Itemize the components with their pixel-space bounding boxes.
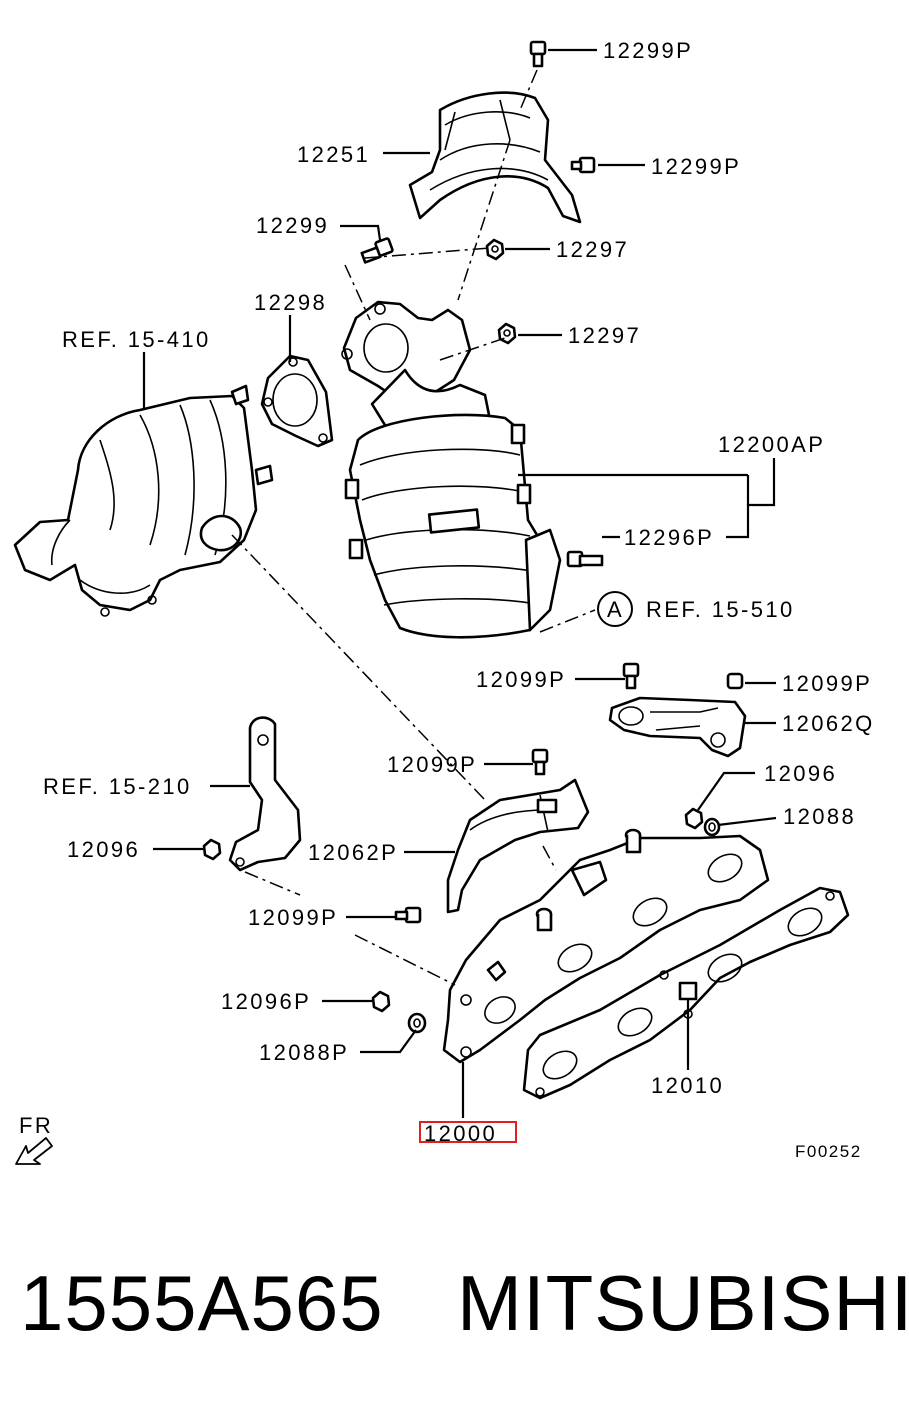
bracket-12062p bbox=[446, 778, 590, 914]
front-indicator-label: FR bbox=[19, 1113, 53, 1138]
callout-12299p-mid: 12299P bbox=[651, 154, 741, 179]
highlight-box-12000 bbox=[419, 1121, 517, 1143]
nut-12297-b bbox=[497, 322, 517, 345]
callout-12299: 12299 bbox=[256, 213, 329, 238]
ref-a-circle bbox=[597, 591, 633, 627]
stud-12296p bbox=[566, 550, 604, 568]
catalytic-converter-12200ap bbox=[341, 300, 562, 639]
washer-12088 bbox=[703, 817, 721, 837]
ref-a-letter: A bbox=[607, 597, 624, 622]
washer-12088p bbox=[407, 1012, 427, 1034]
callout-12088p: 12088P bbox=[259, 1040, 349, 1065]
nut-12096-b bbox=[684, 807, 704, 830]
callout-12200ap: 12200AP bbox=[718, 432, 825, 457]
callout-12099p-b: 12099P bbox=[782, 671, 872, 696]
caption: 1555A565 MITSUBISHI bbox=[0, 1258, 909, 1368]
callout-12096-a: 12096 bbox=[764, 761, 837, 786]
part-number: 1555A565 bbox=[20, 1259, 384, 1347]
callout-12062q: 12062Q bbox=[782, 711, 875, 736]
bolt-12299p-top bbox=[529, 40, 547, 68]
figure-code: F00252 bbox=[795, 1142, 862, 1161]
callout-12088-a: 12088 bbox=[783, 804, 856, 829]
bolt-12099p-c bbox=[531, 748, 549, 776]
bolt-12299 bbox=[360, 237, 394, 264]
callout-12296p: 12296P bbox=[624, 525, 714, 550]
callout-12062p: 12062P bbox=[308, 840, 398, 865]
ref-15-410-label: REF. 15-410 bbox=[62, 327, 211, 352]
gasket-12298 bbox=[260, 354, 334, 448]
bolt-12099p-a bbox=[622, 662, 640, 690]
callout-12096-b: 12096 bbox=[67, 837, 140, 862]
alignment-lines bbox=[231, 69, 596, 986]
ref-15-510-label: REF. 15-510 bbox=[646, 597, 795, 622]
callout-12010: 12010 bbox=[651, 1073, 724, 1098]
bracket-12062q bbox=[608, 696, 747, 758]
nut-12297-a bbox=[485, 238, 505, 261]
callout-12297-a: 12297 bbox=[556, 237, 629, 262]
callout-12099p-d: 12099P bbox=[248, 905, 338, 930]
leader-lines bbox=[142, 48, 777, 1118]
bolt-12099p-d bbox=[394, 906, 422, 924]
nut-12099p-b bbox=[726, 672, 744, 690]
heat-shield-12251 bbox=[408, 91, 582, 224]
bracket-ref-15-210 bbox=[228, 716, 302, 872]
callout-12099p-c: 12099P bbox=[387, 752, 477, 777]
callout-12298: 12298 bbox=[254, 290, 327, 315]
front-arrow-icon bbox=[15, 1137, 53, 1165]
ref-15-210-label: REF. 15-210 bbox=[43, 774, 192, 799]
nut-12096p bbox=[371, 990, 391, 1013]
callout-12099p-a: 12099P bbox=[476, 667, 566, 692]
callout-12297-b: 12297 bbox=[568, 323, 641, 348]
turbocharger-ref-15-410 bbox=[13, 384, 274, 617]
bolt-12299p-mid bbox=[570, 156, 596, 174]
callout-12299p-top: 12299P bbox=[603, 38, 693, 63]
gasket-12010 bbox=[522, 886, 850, 1100]
exhaust-manifold-12000 bbox=[442, 828, 770, 1064]
callout-12251: 12251 bbox=[297, 142, 370, 167]
callout-12096p: 12096P bbox=[221, 989, 311, 1014]
callout-labels: 12299P 12251 12299P 12299 12297 12298 12… bbox=[15, 38, 875, 1165]
nut-12096-a bbox=[202, 838, 222, 861]
maker-name: MITSUBISHI bbox=[457, 1259, 909, 1347]
